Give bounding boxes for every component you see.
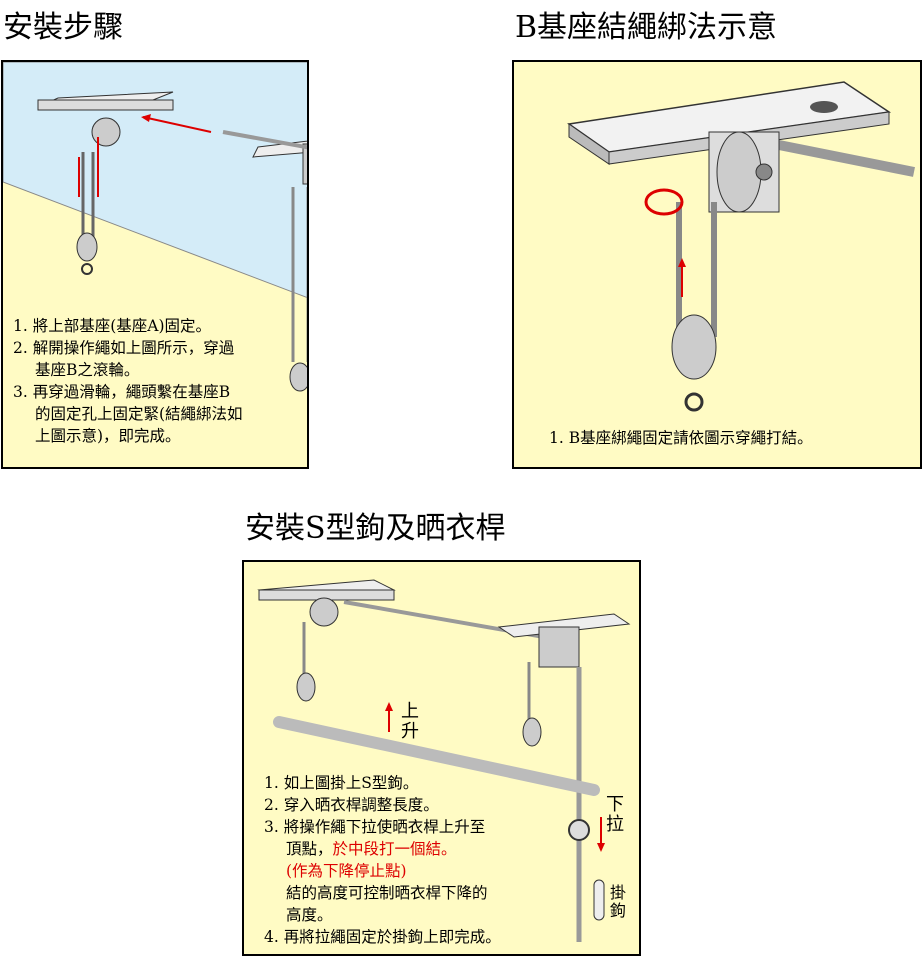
section2-title: B基座結繩綁法示意 — [515, 10, 778, 45]
install-steps-text: 1. 將上部基座(基座A)固定。 2. 解開操作繩如上圖所示，穿過 基座B之滾輪… — [13, 317, 243, 445]
knot-diagram — [567, 81, 915, 412]
knot-steps-text: 1. B基座綁繩固定請依圖示穿繩打結。 — [549, 429, 813, 447]
label-up: 上升 — [401, 701, 419, 742]
install-diagram — [3, 62, 307, 392]
section3-title: 安裝S型鉤及晒衣桿 — [245, 511, 506, 546]
label-hook: 掛鉤 — [610, 883, 627, 920]
hook-panel: 上升 下拉 掛鉤 1. 如上圖掛上S型鉤。 2. 穿入晒衣桿調整長度。 3. 將… — [242, 560, 641, 956]
section1-title: 安裝步驟 — [3, 10, 123, 45]
label-pull-down: 下拉 — [606, 794, 624, 835]
knot-panel: 1. B基座綁繩固定請依圖示穿繩打結。 — [512, 60, 922, 469]
hook-steps-text: 1. 如上圖掛上S型鉤。 2. 穿入晒衣桿調整長度。 3. 將操作繩下拉使晒衣桿… — [264, 774, 501, 946]
hook-diagram — [257, 579, 631, 942]
install-steps-panel: A 1. 將上部基座(基座A)固定。 2. 解開操作繩如上圖所示，穿過 基座B之… — [1, 60, 309, 469]
